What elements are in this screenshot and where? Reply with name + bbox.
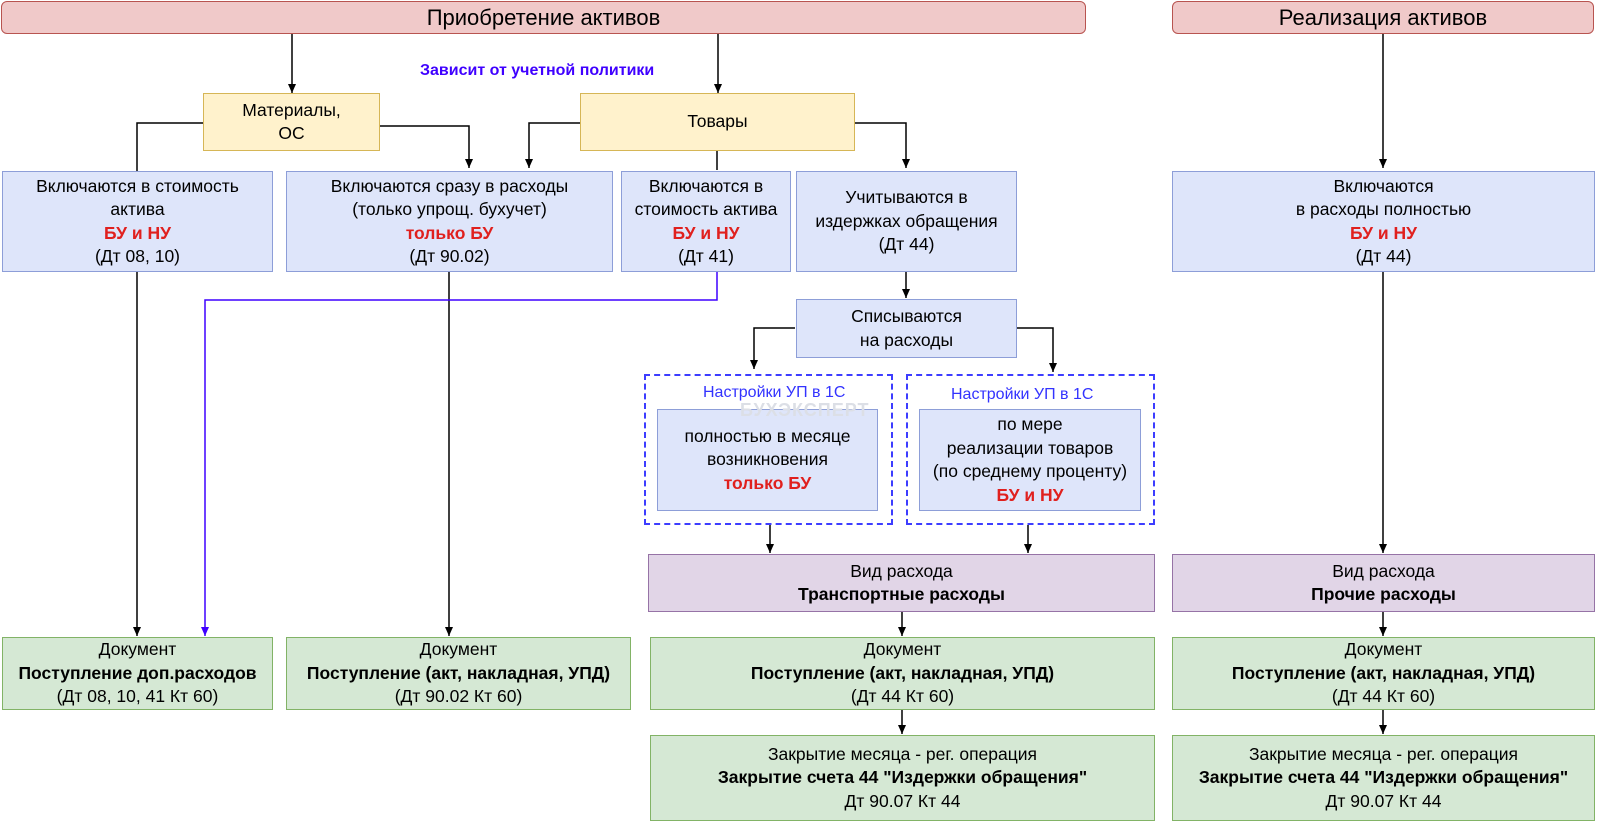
settings-left-line2: возникновения	[707, 449, 828, 470]
doc-receipt-44-right-node: Документ Поступление (акт, накладная, УП…	[1172, 637, 1595, 710]
closing-mid-entry: Дт 90.07 Кт 44	[844, 790, 961, 811]
settings-right-node: по мере реализации товаров (по среднему …	[919, 409, 1141, 511]
sale-expenses-line2: в расходы полностью	[1295, 199, 1472, 219]
cost-asset-tag: БУ и НУ	[103, 222, 172, 243]
cost-goods-line1: Включаются в	[648, 175, 764, 196]
distribution-costs-node: Учитываются в издержках обращения (Дт 44…	[796, 171, 1017, 272]
doc-receipt-44-mid-node: Документ Поступление (акт, накладная, УП…	[650, 637, 1155, 710]
expense-type-other-label: Вид расхода	[1332, 560, 1435, 581]
closing-right-node: Закрытие месяца - рег. операция Закрытие…	[1172, 735, 1595, 821]
closing-right-entry: Дт 90.07 Кт 44	[1325, 790, 1442, 811]
header-sale: Реализация активов	[1172, 1, 1594, 34]
arrow-writeoff-to-left-settings	[750, 327, 795, 369]
expense-type-transport-label: Вид расхода	[850, 560, 953, 581]
cost-goods-node: Включаются в стоимость актива БУ и НУ (Д…	[621, 171, 791, 272]
closing-right-name: Закрытие счета 44 "Издержки обращения"	[1198, 767, 1569, 788]
written-off-node: Списываются на расходы	[796, 299, 1017, 358]
goods-node: Товары	[580, 93, 855, 151]
expenses-direct-account: (Дт 90.02)	[409, 246, 490, 266]
cost-asset-account: (Дт 08, 10)	[94, 246, 181, 266]
watermark-logo: БУХЭКСПЕРТ	[740, 400, 870, 420]
doc-receipt-44-mid-name: Поступление (акт, накладная, УПД)	[750, 662, 1055, 683]
written-off-line2: на расходы	[859, 329, 954, 350]
doc-additional-label: Документ	[98, 639, 177, 660]
doc-receipt-9002-name: Поступление (акт, накладная, УПД)	[306, 662, 611, 683]
arrow-materials-to-expenses	[380, 125, 473, 168]
distribution-costs-line1: Учитываются в	[845, 187, 968, 208]
settings-right-line2: реализации товаров	[946, 437, 1114, 458]
cost-asset-node: Включаются в стоимость актива БУ и НУ (Д…	[2, 171, 273, 272]
header-acquisition-title: Приобретение активов	[426, 4, 661, 30]
doc-additional-node: Документ Поступление доп.расходов (Дт 08…	[2, 637, 273, 710]
cost-goods-account: (Дт 41)	[678, 246, 734, 266]
expenses-direct-line2: (только упрощ. бухучет)	[352, 199, 547, 219]
blue-arrow-cost-goods-to-doc	[201, 271, 718, 636]
sale-expenses-line1: Включаются	[1333, 175, 1434, 196]
arrow-writeoff-to-right-settings	[1016, 327, 1057, 372]
sale-expenses-tag: БУ и НУ	[1349, 222, 1418, 243]
goods-label: Товары	[687, 111, 748, 132]
header-acquisition: Приобретение активов	[1, 1, 1086, 34]
cost-goods-line2: стоимость актива	[634, 199, 778, 219]
settings-left-group	[644, 374, 893, 525]
doc-receipt-9002-entry: (Дт 90.02 Кт 60)	[394, 686, 523, 707]
settings-right-line1: по мере	[997, 414, 1063, 434]
sale-expenses-account: (Дт 44)	[1355, 246, 1412, 266]
settings-right-tag: БУ и НУ	[996, 484, 1064, 505]
expense-type-other-value: Прочие расходы	[1311, 584, 1456, 604]
written-off-line1: Списываются	[851, 306, 962, 326]
cost-goods-tag: БУ и НУ	[672, 222, 740, 243]
settings-left-label: Настройки УП в 1С	[703, 384, 846, 401]
sale-expenses-node: Включаются в расходы полностью БУ и НУ (…	[1172, 171, 1595, 272]
line-materials-to-cost-asset	[136, 122, 203, 172]
arrow-goods-to-distribution	[855, 122, 910, 168]
doc-receipt-44-right-name: Поступление (акт, накладная, УПД)	[1231, 662, 1536, 683]
header-sale-title: Реализация активов	[1278, 4, 1488, 30]
expense-type-other-node: Вид расхода Прочие расходы	[1172, 554, 1595, 612]
doc-receipt-9002-label: Документ	[419, 639, 498, 660]
doc-receipt-44-right-label: Документ	[1344, 639, 1423, 660]
closing-right-label: Закрытие месяца - рег. операция	[1248, 743, 1519, 764]
settings-left-tag: только БУ	[723, 472, 812, 493]
doc-receipt-9002-node: Документ Поступление (акт, накладная, УП…	[286, 637, 631, 710]
doc-additional-name: Поступление доп.расходов	[18, 662, 257, 683]
closing-mid-node: Закрытие месяца - рег. операция Закрытие…	[650, 735, 1155, 821]
arrow-goods-to-expenses	[525, 122, 580, 168]
doc-receipt-44-mid-label: Документ	[863, 639, 942, 660]
distribution-costs-account: (Дт 44)	[878, 234, 935, 255]
doc-receipt-44-mid-entry: (Дт 44 Кт 60)	[850, 686, 955, 707]
expenses-direct-tag: только БУ	[405, 222, 494, 243]
policy-note: Зависит от учетной политики	[420, 62, 655, 79]
settings-right-group	[906, 374, 1155, 525]
doc-additional-entry: (Дт 08, 10, 41 Кт 60)	[56, 686, 219, 707]
materials-line1: Материалы,	[242, 99, 341, 120]
cost-asset-line1: Включаются в стоимость	[36, 175, 239, 196]
expense-type-transport-node: Вид расхода Транспортные расходы	[648, 554, 1155, 612]
expense-type-transport-value: Транспортные расходы	[798, 584, 1005, 604]
settings-left-line1: полностью в месяце	[684, 425, 851, 446]
settings-left-node: полностью в месяце возникновения только …	[657, 409, 878, 511]
expenses-direct-line1: Включаются сразу в расходы	[330, 175, 569, 196]
closing-mid-label: Закрытие месяца - рег. операция	[767, 743, 1038, 764]
closing-mid-name: Закрытие счета 44 "Издержки обращения"	[717, 767, 1088, 788]
settings-right-line3: (по среднему проценту)	[932, 461, 1128, 481]
materials-line2: ОС	[278, 123, 305, 143]
materials-node: Материалы, ОС	[203, 93, 380, 151]
settings-right-label: Настройки УП в 1С	[951, 386, 1094, 403]
distribution-costs-line2: издержках обращения	[815, 210, 998, 231]
expenses-direct-node: Включаются сразу в расходы (только упрощ…	[286, 171, 613, 272]
cost-asset-line2: актива	[110, 199, 165, 219]
doc-receipt-44-right-entry: (Дт 44 Кт 60)	[1331, 686, 1436, 707]
